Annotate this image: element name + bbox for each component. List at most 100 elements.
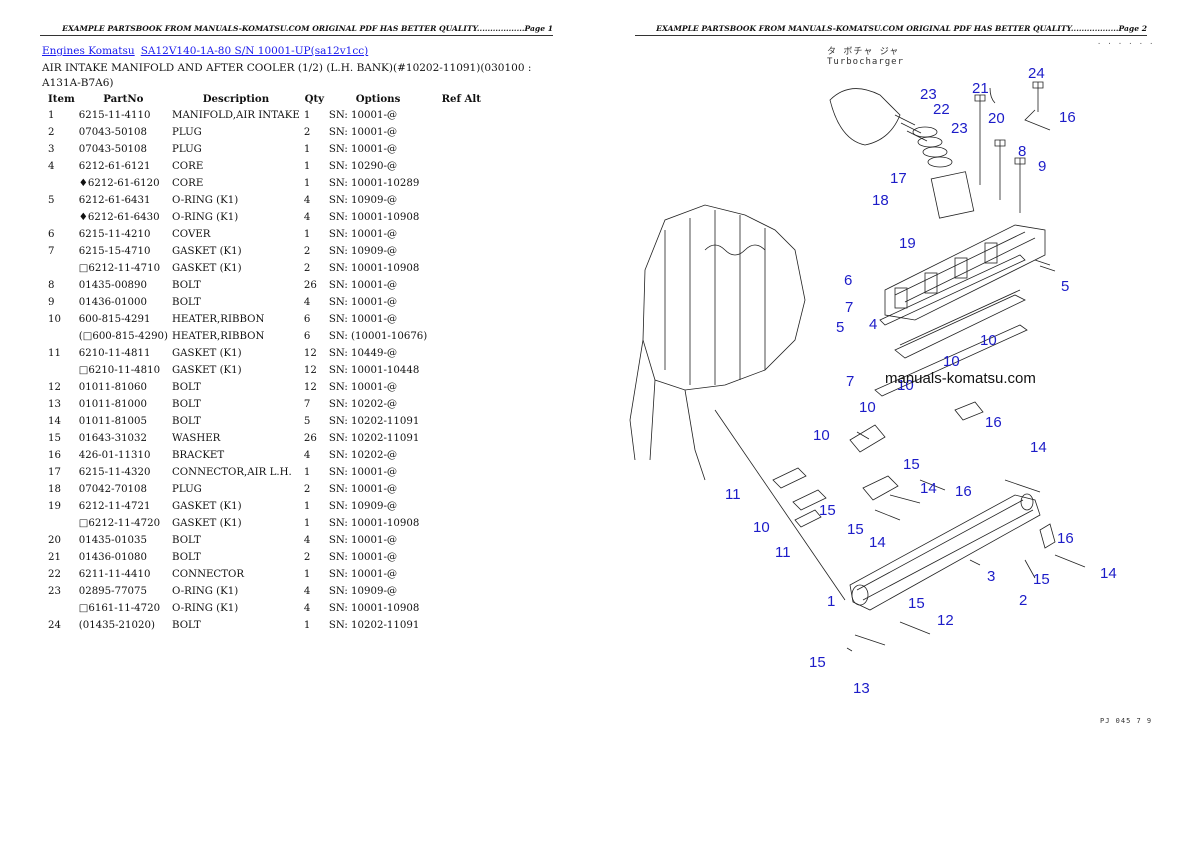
cell-partno: 01436-01000 xyxy=(78,297,147,308)
cell-partno: 600-815-4291 xyxy=(78,314,151,325)
callout-9: 9 xyxy=(1038,158,1046,175)
cell-ref-alt xyxy=(429,396,493,413)
column-header-partno: PartNo xyxy=(103,92,144,105)
cell-qty: 1 xyxy=(303,501,311,512)
cell-description: O-RING (K1) xyxy=(172,195,239,206)
cell-qty: 2 xyxy=(303,127,311,138)
cell-partno: 02895-77075 xyxy=(78,586,147,597)
cell-ref-alt xyxy=(429,481,493,498)
cell-ref-alt xyxy=(429,175,493,192)
cell-description: BOLT xyxy=(172,416,201,427)
cell-ref-alt xyxy=(429,226,493,243)
cell-ref-alt xyxy=(429,158,493,175)
callout-20: 20 xyxy=(988,110,1005,127)
cell-qty: 1 xyxy=(303,110,311,121)
cell-ref-alt xyxy=(429,294,493,311)
breadcrumb-link-engines[interactable]: Engines Komatsu xyxy=(42,45,135,57)
cell-description: PLUG xyxy=(172,144,202,155)
callout-5b: 5 xyxy=(836,319,844,336)
page-header: EXAMPLE PARTSBOOK FROM MANUALS-KOMATSU.C… xyxy=(656,24,1147,33)
cell-partno: (01435-21020) xyxy=(78,620,155,631)
cell-partno: ♦6212-61-6120 xyxy=(78,178,160,189)
callout-23: 23 xyxy=(920,86,937,103)
page-header: EXAMPLE PARTSBOOK FROM MANUALS-KOMATSU.C… xyxy=(62,24,553,33)
cell-partno: 01011-81005 xyxy=(78,416,147,427)
cell-qty: 2 xyxy=(303,263,311,274)
cell-description: O-RING (K1) xyxy=(172,212,239,223)
breadcrumb-link-model[interactable]: SA12V140-1A-80 S/N 10001-UP(sa12v1cc) xyxy=(140,45,369,57)
cell-options: SN: 10001-@ xyxy=(328,314,398,325)
cell-ref-alt xyxy=(429,515,493,532)
cell-item: 8 xyxy=(48,280,55,291)
cell-options: SN: 10001-@ xyxy=(328,552,398,563)
cell-options: SN: 10001-@ xyxy=(328,127,398,138)
cell-partno: 07043-50108 xyxy=(78,144,147,155)
callout-14c: 14 xyxy=(869,534,886,551)
cell-qty: 1 xyxy=(303,144,311,155)
header-divider xyxy=(40,35,553,36)
cell-options: SN: 10001-@ xyxy=(328,484,398,495)
cell-qty: 4 xyxy=(303,212,311,223)
cell-options: SN: 10202-11091 xyxy=(328,620,420,631)
callout-19: 19 xyxy=(899,235,916,252)
cell-options: SN: 10001-10908 xyxy=(328,518,420,529)
callout-5: 5 xyxy=(1061,278,1069,295)
cell-qty: 26 xyxy=(303,433,317,444)
watermark: manuals-komatsu.com xyxy=(885,370,1036,387)
scan-marks: · · · · · · xyxy=(1097,40,1155,48)
cell-partno: 6211-11-4410 xyxy=(78,569,151,580)
cell-ref-alt xyxy=(429,583,493,600)
cell-ref-alt xyxy=(429,379,493,396)
cell-options: SN: 10001-@ xyxy=(328,280,398,291)
cell-ref-alt xyxy=(429,345,493,362)
cell-options: SN: 10202-@ xyxy=(328,450,398,461)
cell-ref-alt xyxy=(429,124,493,141)
cell-partno: (□600-815-4290) xyxy=(78,331,169,342)
cell-description: CORE xyxy=(172,178,204,189)
callout-18: 18 xyxy=(872,192,889,209)
cell-description: GASKET (K1) xyxy=(172,501,242,512)
callout-3: 3 xyxy=(987,568,995,585)
cell-ref-alt xyxy=(429,362,493,379)
cell-item xyxy=(42,362,77,379)
cell-description: BOLT xyxy=(172,620,201,631)
cell-qty: 12 xyxy=(303,382,317,393)
cell-description: GASKET (K1) xyxy=(172,348,242,359)
cell-options: SN: 10001-@ xyxy=(328,297,398,308)
cell-qty: 4 xyxy=(303,450,311,461)
cell-item: 11 xyxy=(48,348,61,359)
cell-ref-alt xyxy=(429,413,493,430)
cell-partno: 01436-01080 xyxy=(78,552,147,563)
callout-10c: 10 xyxy=(897,377,914,394)
cell-ref-alt xyxy=(429,498,493,515)
cell-partno: 07043-50108 xyxy=(78,127,147,138)
cell-qty: 26 xyxy=(303,280,317,291)
callout-11b: 11 xyxy=(775,544,791,561)
cell-description: WASHER xyxy=(172,433,221,444)
cell-qty: 1 xyxy=(303,518,311,529)
callout-15d: 15 xyxy=(1033,571,1050,588)
callout-21: 21 xyxy=(972,80,989,97)
callout-17: 17 xyxy=(890,170,907,187)
cell-item: 12 xyxy=(48,382,61,393)
cell-ref-alt xyxy=(429,192,493,209)
cell-ref-alt xyxy=(429,464,493,481)
cell-description: HEATER,RIBBON xyxy=(172,314,265,325)
cell-options: SN: 10001-@ xyxy=(328,467,398,478)
cell-partno: 01435-01035 xyxy=(78,535,147,546)
callout-15a: 15 xyxy=(903,456,920,473)
callout-10b: 10 xyxy=(980,332,997,349)
